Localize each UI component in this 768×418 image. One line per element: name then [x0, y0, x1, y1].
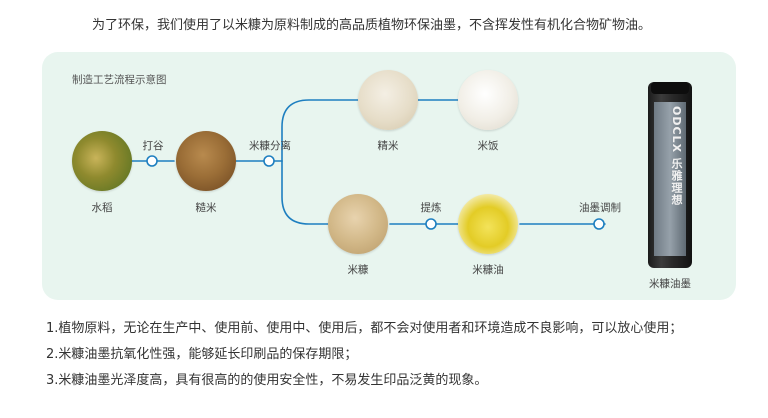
- flow-node-separation: [263, 155, 275, 167]
- cooked-rice-photo: [458, 70, 518, 130]
- rice-bran-oil-photo: [458, 194, 518, 254]
- intro-text: 为了环保，我们使用了以米糠为原料制成的高品质植物环保油墨，不含挥发性有机化合物矿…: [92, 18, 652, 33]
- label-rice-bran-oil: 米糠油: [472, 264, 504, 276]
- ink-tube-cap: [651, 82, 689, 94]
- label-ink-blending: 油墨调制: [579, 202, 621, 214]
- label-rice-bran: 米糠: [347, 264, 369, 276]
- note-item: 3.米糠油墨光泽度高，具有很高的的使用安全性，不易发生印品泛黄的现象。: [46, 373, 488, 388]
- flow-node-blending: [593, 218, 605, 230]
- ink-tube-brand-text: ODCLX 乐雅理想: [670, 106, 683, 206]
- label-brown-rice: 糙米: [195, 202, 217, 214]
- ink-tube-image: ODCLX 乐雅理想: [648, 82, 692, 268]
- note-item: 2.米糠油墨抗氧化性强，能够延长印刷品的保存期限；: [46, 347, 358, 362]
- label-bran-separation: 米糠分离: [249, 140, 291, 152]
- flow-line-split-to-bran: [281, 160, 329, 225]
- label-threshing: 打谷: [142, 140, 164, 152]
- rice-plant-photo: [72, 131, 132, 191]
- label-refining: 提炼: [420, 202, 442, 214]
- brown-rice-photo: [176, 131, 236, 191]
- flow-node-threshing: [146, 155, 158, 167]
- rice-bran-photo: [328, 194, 388, 254]
- flow-node-refining: [425, 218, 437, 230]
- label-cooked-rice: 米饭: [477, 140, 499, 152]
- label-rice-plant: 水稻: [91, 202, 113, 214]
- note-item: 1.植物原料，无论在生产中、使用前、使用中、使用后，都不会对使用者和环境造成不良…: [46, 321, 683, 336]
- label-rice-bran-ink: 米糠油墨: [649, 278, 691, 290]
- benefit-notes: 1.植物原料，无论在生产中、使用前、使用中、使用后，都不会对使用者和环境造成不良…: [46, 316, 746, 394]
- diagram-title: 制造工艺流程示意图: [72, 74, 167, 86]
- label-polished-rice: 精米: [377, 140, 399, 152]
- polished-rice-photo: [358, 70, 418, 130]
- flow-line-split-to-polished: [281, 99, 359, 162]
- ink-tube-label: [654, 102, 686, 256]
